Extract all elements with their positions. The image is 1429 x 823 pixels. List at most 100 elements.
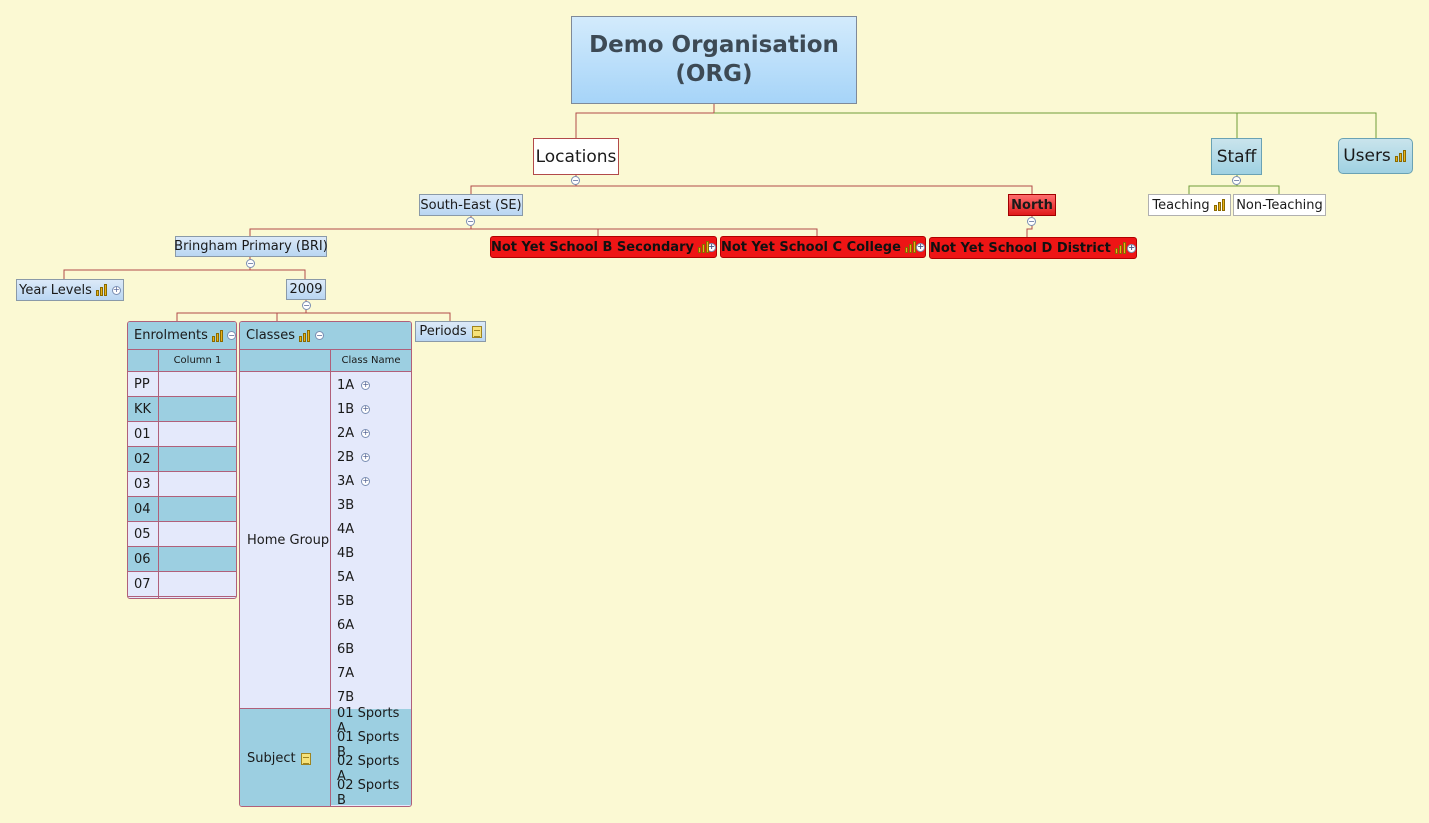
enrolments-corner xyxy=(128,350,158,372)
enrolment-row-label: 03 xyxy=(128,472,158,497)
chart-icon xyxy=(697,241,709,253)
class-row[interactable]: 2A+ xyxy=(331,421,411,445)
enrolment-row-value[interactable] xyxy=(159,422,236,447)
users-node[interactable]: Users xyxy=(1338,138,1413,174)
root-code: (ORG) xyxy=(675,61,753,87)
enrolment-row-label: 02 xyxy=(128,447,158,472)
expand-icon[interactable]: + xyxy=(361,476,371,486)
enrolment-row-value[interactable] xyxy=(159,522,236,547)
class-row[interactable]: 3A+ xyxy=(331,469,411,493)
class-name: 1B xyxy=(337,401,355,417)
north-node[interactable]: North xyxy=(1008,194,1056,216)
enrolments-title: Enrolments xyxy=(134,328,208,343)
class-row[interactable]: 5A xyxy=(331,565,411,589)
class-row[interactable]: 1B + xyxy=(331,397,411,421)
collapse-icon[interactable]: − xyxy=(571,175,580,185)
expand-icon[interactable]: + xyxy=(361,428,371,438)
teaching-label: Teaching xyxy=(1152,197,1210,213)
class-row[interactable]: 4A xyxy=(331,517,411,541)
classes-header[interactable]: Classes − xyxy=(240,322,411,350)
periods-label: Periods xyxy=(419,324,467,339)
school-b-node[interactable]: Not Yet School B Secondary + xyxy=(490,236,717,258)
class-row[interactable]: 02 Sports B xyxy=(331,778,411,806)
classes-corner xyxy=(240,350,330,372)
class-row[interactable]: 6A xyxy=(331,613,411,637)
note-icon xyxy=(300,752,311,765)
south-east-label: South-East (SE) xyxy=(420,197,522,213)
enrolment-row-label: KK xyxy=(128,397,158,422)
class-name: 5B xyxy=(337,593,355,609)
class-row[interactable]: 2B+ xyxy=(331,445,411,469)
school-c-node[interactable]: Not Yet School C College + xyxy=(720,236,926,258)
collapse-icon[interactable]: − xyxy=(1027,216,1036,226)
chart-icon xyxy=(1394,150,1408,162)
class-row[interactable]: 4B xyxy=(331,541,411,565)
class-row[interactable]: 01 Sports A xyxy=(331,706,411,736)
year-2009-node[interactable]: 2009 xyxy=(286,279,326,300)
class-row[interactable]: 5B xyxy=(331,589,411,613)
class-row[interactable]: 3B xyxy=(331,493,411,517)
collapse-icon[interactable]: − xyxy=(302,300,311,310)
class-name: 5A xyxy=(337,569,355,585)
staff-label: Staff xyxy=(1216,146,1257,167)
expand-icon[interactable]: + xyxy=(361,404,371,414)
note-icon xyxy=(471,325,482,338)
column-divider xyxy=(330,350,331,806)
class-row[interactable]: 7A xyxy=(331,661,411,685)
enrolment-row-label: 01 xyxy=(128,422,158,447)
teaching-node[interactable]: Teaching xyxy=(1148,194,1231,216)
expand-icon[interactable]: + xyxy=(916,242,925,252)
root-title: Demo Organisation xyxy=(589,32,839,58)
bringham-branch-line xyxy=(63,257,306,280)
collapse-icon[interactable]: − xyxy=(466,216,475,226)
enrolment-row-value[interactable] xyxy=(159,472,236,497)
root-node[interactable]: Demo Organisation (ORG) xyxy=(571,16,857,104)
class-name: 6A xyxy=(337,617,355,633)
enrolment-row-value[interactable] xyxy=(159,397,236,422)
enrolments-header[interactable]: Enrolments − xyxy=(128,322,236,350)
collapse-icon[interactable]: − xyxy=(314,330,324,340)
enrolment-row-value[interactable] xyxy=(159,572,236,597)
school-c-label: Not Yet School C College xyxy=(721,239,901,255)
collapse-icon[interactable]: − xyxy=(246,258,255,268)
enrolment-row-value[interactable] xyxy=(159,372,236,397)
periods-node[interactable]: Periods xyxy=(415,321,486,342)
year-levels-node[interactable]: Year Levels + xyxy=(16,279,124,301)
class-row[interactable]: 1A+ xyxy=(331,373,411,397)
class-row[interactable]: 6B xyxy=(331,637,411,661)
class-name: 6B xyxy=(337,641,355,657)
class-name: 4B xyxy=(337,545,355,561)
class-name: 3B xyxy=(337,497,355,513)
class-row[interactable]: 02 Sports A xyxy=(331,754,411,784)
chart-icon xyxy=(211,329,224,342)
classes-title: Classes xyxy=(246,328,295,343)
class-row[interactable]: 7B xyxy=(331,685,411,709)
enrolment-row-value[interactable] xyxy=(159,547,236,572)
enrolment-row-label: 04 xyxy=(128,497,158,522)
school-d-node[interactable]: Not Yet School D District + xyxy=(929,237,1137,259)
locations-branch-line xyxy=(470,175,1033,195)
class-name: 4A xyxy=(337,521,355,537)
locations-node[interactable]: Locations xyxy=(533,138,619,175)
expand-icon[interactable]: + xyxy=(361,380,371,390)
class-row[interactable]: 01 Sports B xyxy=(331,730,411,760)
south-east-node[interactable]: South-East (SE) xyxy=(419,194,523,216)
bringham-node[interactable]: Bringham Primary (BRI) xyxy=(174,236,328,257)
non-teaching-node[interactable]: Non-Teaching xyxy=(1233,194,1326,216)
enrolment-row-label: 06 xyxy=(128,547,158,572)
year-label: 2009 xyxy=(289,282,323,297)
expand-icon[interactable]: + xyxy=(361,452,371,462)
enrolment-row-value[interactable] xyxy=(159,497,236,522)
non-teaching-label: Non-Teaching xyxy=(1236,197,1323,213)
enrolment-row-value[interactable] xyxy=(159,447,236,472)
chart-icon xyxy=(298,329,312,342)
collapse-icon[interactable]: − xyxy=(1232,175,1241,185)
year-levels-label: Year Levels xyxy=(19,282,92,298)
north-label: North xyxy=(1011,197,1053,213)
expand-icon[interactable]: + xyxy=(111,285,121,295)
collapse-icon[interactable]: − xyxy=(227,330,236,340)
users-label: Users xyxy=(1343,146,1391,166)
expand-icon[interactable]: + xyxy=(1127,243,1136,253)
staff-node[interactable]: Staff xyxy=(1211,138,1262,175)
